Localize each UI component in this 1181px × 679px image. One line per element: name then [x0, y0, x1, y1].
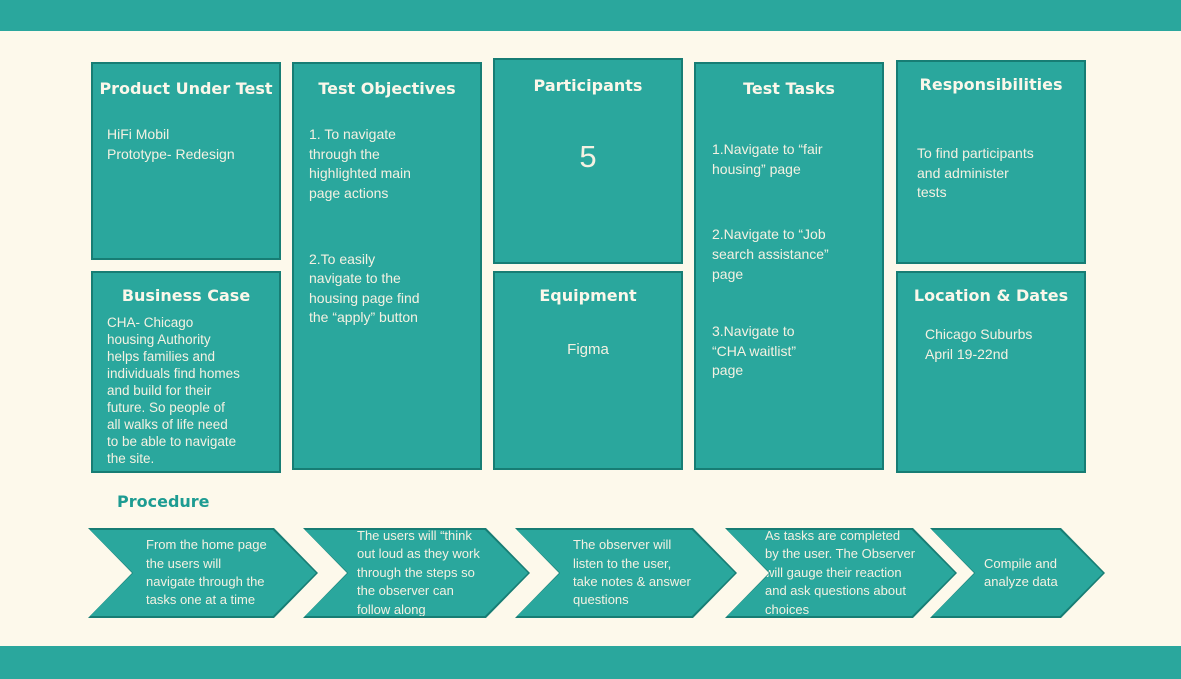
procedure-step-text: The users will “think out loud as they w…	[357, 527, 480, 617]
task-item: 3.Navigate to “CHA waitlist” page	[712, 323, 797, 379]
procedure-step-text: The observer will listen to the user, ta…	[573, 537, 691, 608]
card-title: Responsibilities	[919, 75, 1063, 94]
procedure-step-text: Compile and analyze data	[984, 555, 1058, 589]
bottom-bar	[0, 646, 1181, 679]
card-location-dates: Location & Dates Chicago Suburbs April 1…	[896, 271, 1086, 473]
card-business-case: Business Case CHA- Chicago housing Autho…	[91, 271, 281, 473]
card-title: Test Objectives	[318, 79, 456, 98]
task-item: 2.Navigate to “Job search assistance” pa…	[712, 226, 829, 282]
card-title: Equipment	[539, 286, 637, 305]
arrow-shape: From the home page the users will naviga…	[90, 530, 316, 616]
card-title: Product Under Test	[99, 79, 273, 98]
card-body: To find participants and administer test…	[917, 145, 1034, 201]
card-body: HiFi Mobil Prototype- Redesign	[107, 126, 235, 162]
card-title: Test Tasks	[743, 79, 835, 98]
card-body: Chicago Suburbs April 19-22nd	[925, 326, 1033, 362]
card-test-tasks: Test Tasks 1.Navigate to “fair housing” …	[694, 62, 884, 470]
top-bar	[0, 0, 1181, 31]
card-product-under-test: Product Under Test HiFi Mobil Prototype-…	[91, 62, 281, 260]
procedure-step-2-arrow: The users will “think out loud as they w…	[303, 528, 530, 618]
card-participants: Participants 5	[493, 58, 683, 264]
card-body: CHA- Chicago housing Authority helps fam…	[107, 315, 240, 467]
arrow-shape: The observer will listen to the user, ta…	[517, 530, 735, 616]
card-title: Business Case	[121, 286, 251, 305]
procedure-step-1-arrow: From the home page the users will naviga…	[88, 528, 318, 618]
card-title: Location & Dates	[913, 286, 1069, 305]
arrow-shape: The users will “think out loud as they w…	[305, 530, 528, 616]
card-responsibilities: Responsibilities To find participants an…	[896, 60, 1086, 264]
task-item: 1.Navigate to “fair housing” page	[712, 141, 823, 177]
participants-count: 5	[579, 139, 597, 175]
card-test-objectives: Test Objectives 1. To navigate through t…	[292, 62, 482, 470]
arrow-shape: As tasks are completed by the user. The …	[727, 530, 955, 616]
objective-item: 1. To navigate through the highlighted m…	[309, 126, 411, 201]
procedure-step-text: From the home page the users will naviga…	[146, 537, 267, 608]
procedure-step-text: As tasks are completed by the user. The …	[765, 527, 916, 617]
procedure-heading: Procedure	[117, 492, 210, 511]
card-title: Participants	[533, 76, 643, 95]
objective-item: 2.To easily navigate to the housing page…	[309, 250, 420, 326]
procedure-step-4-arrow: As tasks are completed by the user. The …	[725, 528, 957, 618]
procedure-step-3-arrow: The observer will listen to the user, ta…	[515, 528, 737, 618]
arrow-shape: Compile and analyze data	[932, 530, 1103, 616]
card-body: Figma	[567, 341, 609, 359]
card-equipment: Equipment Figma	[493, 271, 683, 470]
